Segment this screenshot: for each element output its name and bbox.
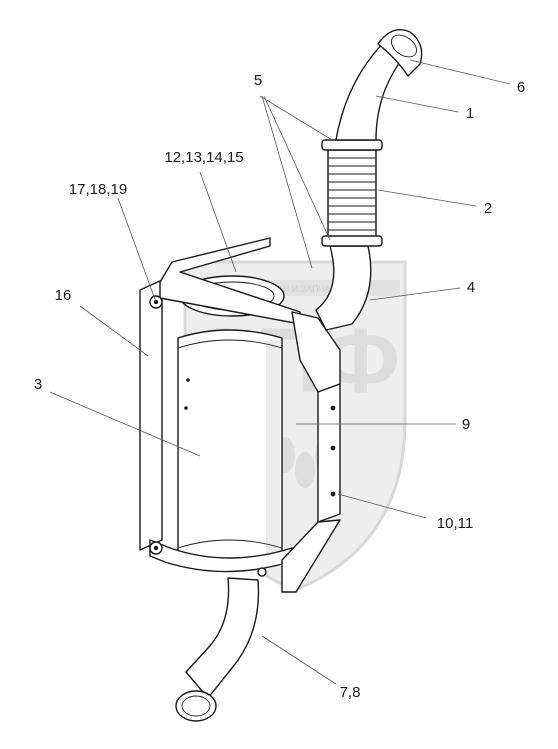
right-bracket-plate xyxy=(317,383,341,523)
elbow-pipe-body xyxy=(315,245,372,331)
leader-5a xyxy=(259,95,333,141)
part-label-6: 6 xyxy=(517,79,525,96)
upper-exhaust-pipe xyxy=(335,29,423,141)
flex-hose xyxy=(321,139,383,247)
leader-3 xyxy=(49,391,201,457)
muffler-band-bottom xyxy=(177,539,283,549)
outlet-rain-cap xyxy=(377,29,423,77)
part-label-5: 5 xyxy=(254,72,262,89)
elbow-pipe xyxy=(315,245,372,331)
leader-lines xyxy=(49,59,511,685)
tail-pipe-outlet-inner xyxy=(181,695,211,717)
bottom-foot-plate xyxy=(281,519,341,593)
leader-17-19 xyxy=(117,197,157,303)
tail-pipe-body xyxy=(185,577,260,699)
part-label-17-19: 17,18,19 xyxy=(69,181,127,198)
leader-5b xyxy=(263,95,331,241)
mounting-bracket xyxy=(139,237,341,593)
outlet-rim xyxy=(390,34,418,58)
leader-1 xyxy=(375,95,459,113)
upper-pipe-body xyxy=(335,41,401,141)
part-labels: 6 5 1 12,13,14,15 17,18,19 2 16 4 3 9 10… xyxy=(34,72,525,701)
leader-5c xyxy=(261,95,313,269)
bolt-bottom-left-center xyxy=(153,545,159,551)
part-label-2: 2 xyxy=(484,200,492,217)
bracket-hole xyxy=(330,491,336,497)
muffler-shading xyxy=(266,340,280,560)
bolt-bottom-right xyxy=(257,567,267,577)
part-label-16: 16 xyxy=(55,287,72,304)
leader-2 xyxy=(377,189,477,207)
muffler-band-top xyxy=(177,339,283,349)
part-label-1: 1 xyxy=(466,105,474,122)
part-label-9: 9 xyxy=(462,416,470,433)
upper-hose-clamp xyxy=(321,139,383,151)
part-label-12-15: 12,13,14,15 xyxy=(164,149,243,166)
lower-hose-clamp xyxy=(321,235,383,247)
bracket-hole xyxy=(330,405,336,411)
leader-4 xyxy=(369,287,461,301)
leader-6 xyxy=(409,59,511,85)
part-label-3: 3 xyxy=(34,376,42,393)
leader-16 xyxy=(79,305,149,357)
left-bracket-plate xyxy=(139,279,163,551)
leader-10-11 xyxy=(337,493,427,519)
leader-12-15 xyxy=(199,171,237,273)
body-rivet xyxy=(184,406,188,410)
flex-hose-body xyxy=(327,149,377,239)
part-label-4: 4 xyxy=(467,279,475,296)
part-label-10-11: 10,11 xyxy=(437,515,473,532)
part-label-7-8: 7,8 xyxy=(340,684,361,701)
bracket-hole xyxy=(330,445,336,451)
body-rivet xyxy=(186,378,190,382)
watermark-band-text: ЗАПЧАСТИ И ЗАПЧАСТИ xyxy=(241,284,348,294)
tail-pipe xyxy=(175,577,260,722)
leader-7-8 xyxy=(261,635,337,685)
top-clamp-strap xyxy=(159,237,301,325)
flex-hose-corrugations xyxy=(328,157,376,231)
